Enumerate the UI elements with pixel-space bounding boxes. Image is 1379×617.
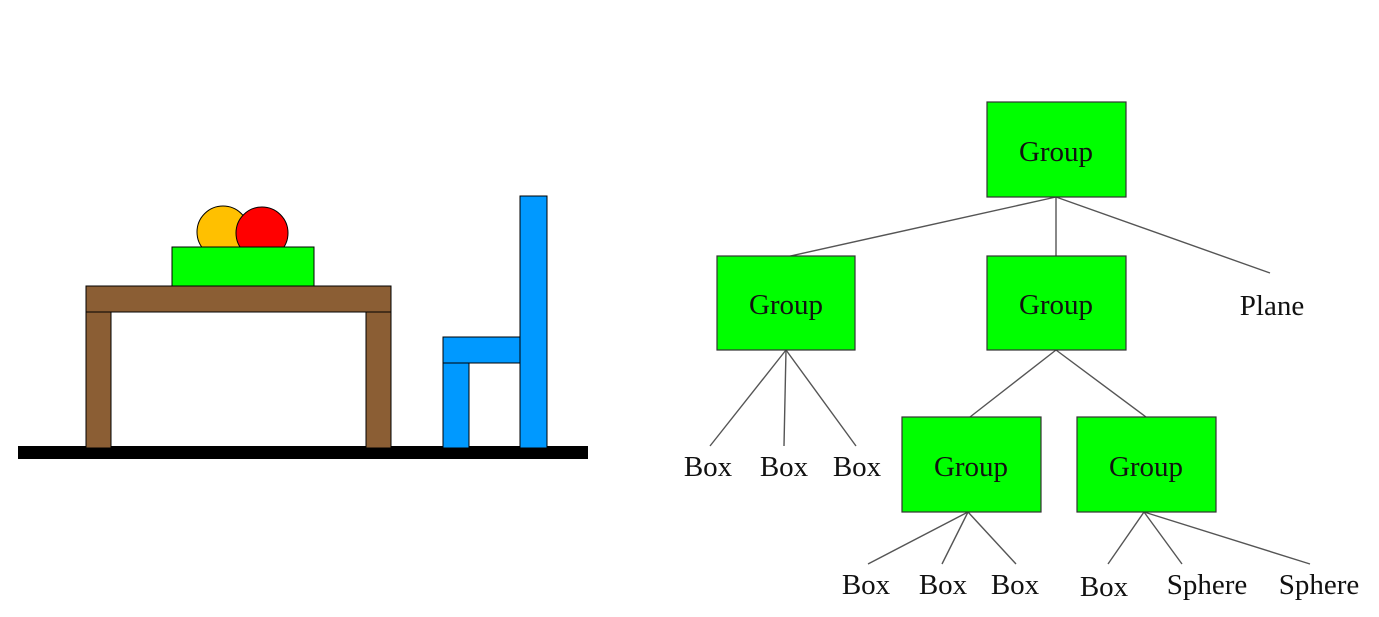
bowl bbox=[171, 246, 315, 287]
bottom-left-leaf-2: Box bbox=[919, 569, 968, 601]
left-group-node: Group bbox=[716, 255, 856, 351]
edge-middle-bottom-right bbox=[1055, 349, 1147, 418]
edge-bl-leaf-3 bbox=[967, 511, 1017, 565]
table-leg-left bbox=[85, 309, 112, 449]
left-leaf-3: Box bbox=[833, 451, 882, 483]
bottom-right-leaf-3: Sphere bbox=[1279, 569, 1360, 601]
edge-root-left bbox=[785, 196, 1057, 258]
bottom-right-leaf-2: Sphere bbox=[1167, 569, 1248, 601]
bottom-left-group-label: Group bbox=[934, 451, 1008, 483]
edge-middle-bottom-left bbox=[969, 349, 1057, 418]
bottom-left-group-node: Group bbox=[901, 416, 1042, 513]
edge-left-leaf-3 bbox=[785, 349, 857, 447]
table-leg-right bbox=[365, 309, 392, 449]
bottom-right-group-label: Group bbox=[1109, 451, 1183, 483]
floor bbox=[18, 446, 588, 459]
middle-group-label: Group bbox=[1019, 289, 1093, 321]
chair-back bbox=[519, 195, 548, 449]
left-leaf-1: Box bbox=[684, 451, 733, 483]
bottom-right-leaf-1: Box bbox=[1080, 571, 1129, 603]
edge-br-leaf-1 bbox=[1107, 511, 1145, 565]
bottom-right-group-node: Group bbox=[1076, 416, 1217, 513]
root-group-label: Group bbox=[1019, 136, 1093, 168]
edge-bl-leaf-2 bbox=[941, 511, 969, 565]
root-group-node: Group bbox=[986, 101, 1127, 198]
bottom-left-leaf-3: Box bbox=[991, 569, 1040, 601]
edge-left-leaf-2 bbox=[783, 349, 787, 447]
bottom-left-leaf-1: Box bbox=[842, 569, 891, 601]
left-group-label: Group bbox=[749, 289, 823, 321]
middle-group-node: Group bbox=[986, 255, 1127, 351]
tree-edges bbox=[709, 196, 1311, 565]
plane-label: Plane bbox=[1240, 290, 1304, 322]
edge-bl-leaf-1 bbox=[867, 511, 969, 565]
table-top bbox=[85, 285, 392, 313]
edge-br-leaf-3 bbox=[1143, 511, 1311, 565]
edge-br-leaf-2 bbox=[1143, 511, 1183, 565]
left-leaf-2: Box bbox=[760, 451, 809, 483]
edge-left-leaf-1 bbox=[709, 349, 787, 447]
edge-root-plane bbox=[1055, 196, 1271, 274]
